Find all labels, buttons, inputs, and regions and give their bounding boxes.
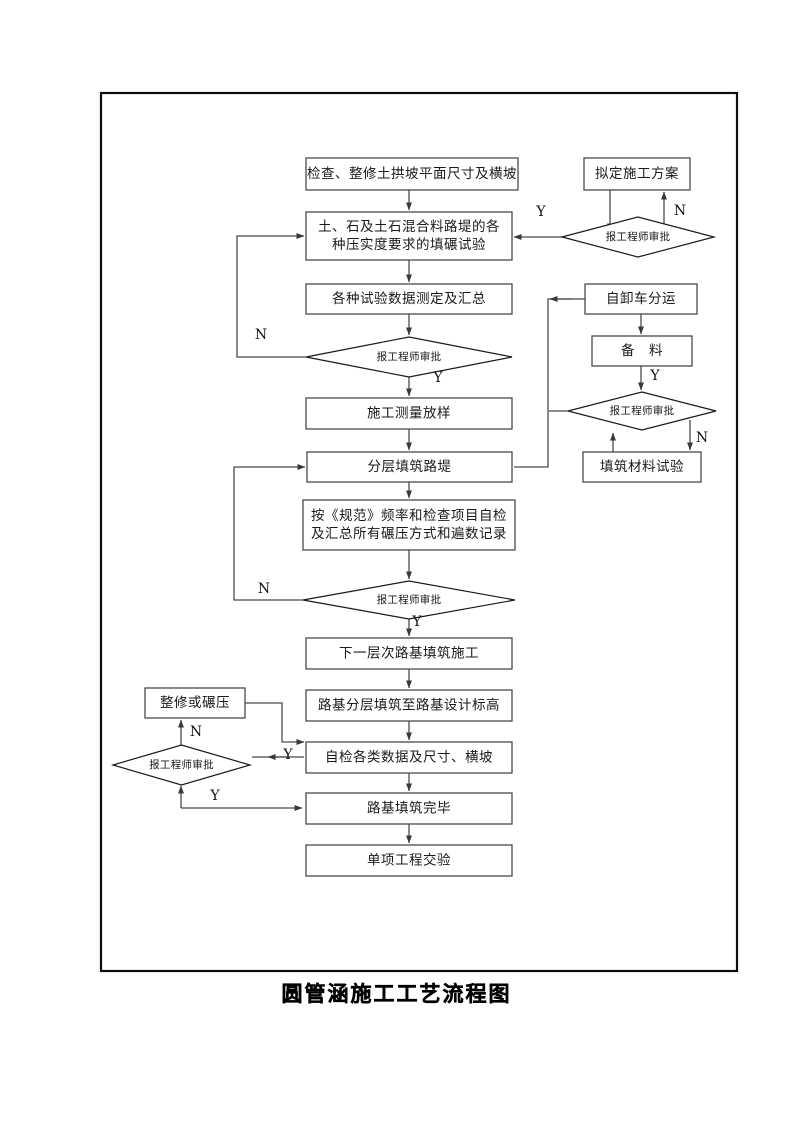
decision-shape (302, 580, 516, 620)
node-prepare-construction-plan[interactable]: 拟定施工方案 (583, 157, 691, 191)
node-label: 下一层次路基填筑施工 (339, 645, 479, 662)
node-label: 单项工程交验 (367, 852, 451, 869)
branch-label-n-2: N (255, 327, 267, 343)
branch-label-y-5: Y (282, 747, 293, 763)
node-construction-survey-setout[interactable]: 施工测量放样 (305, 397, 513, 430)
decision-shape (110, 744, 253, 786)
node-label: 备 料 (621, 342, 663, 359)
node-label: 土、石及土石混合料路堤的各 (318, 219, 500, 235)
node-label: 报工程师审批 (610, 404, 675, 417)
decision-shape (559, 216, 717, 258)
node-dump-truck-distribution[interactable]: 自卸车分运 (584, 283, 698, 315)
process-shape (584, 283, 698, 315)
branch-label-y-2: Y (432, 370, 443, 386)
figure-title-block: 圆管涵施工工艺流程图 (0, 978, 793, 1008)
process-shape (305, 283, 513, 315)
process-shape (305, 637, 513, 670)
node-label: 路基填筑完毕 (367, 800, 451, 817)
page-border (99, 91, 739, 973)
node-label: 自卸车分运 (606, 290, 676, 307)
node-label: 报工程师审批 (149, 758, 214, 771)
edge-approval2-no-loop-to-compaction-test (236, 232, 306, 358)
branch-label-y-6: Y (209, 788, 220, 804)
node-subgrade-fill-to-design[interactable]: 路基分层填筑至路基设计标高 (305, 689, 513, 722)
process-shape (305, 397, 513, 430)
process-shape (306, 451, 513, 483)
branch-label-y-1: Y (535, 204, 546, 220)
node-fill-material-test[interactable]: 填筑材料试验 (582, 451, 702, 483)
node-label: 报工程师审批 (377, 593, 442, 606)
node-label: 拟定施工方案 (595, 165, 679, 182)
node-label: 施工测量放样 (367, 406, 451, 422)
decision-shape (305, 336, 513, 378)
node-test-data-measure-summary[interactable]: 各种试验数据测定及汇总 (305, 283, 513, 315)
node-approval-engineer-2[interactable]: 报工程师审批 (305, 336, 513, 378)
branch-label-n-5: N (190, 724, 202, 740)
process-shape (583, 157, 691, 191)
node-label: 种压实度要求的填碾试验 (332, 237, 486, 253)
branch-labels-layer: Y N N Y Y N N Y N Y Y (190, 203, 708, 804)
nodes-layer: 检查、整修土拱坡平面尺寸及横坡 拟定施工方案土、石及土石混合料路堤的各种压实度要求… (110, 157, 717, 877)
process-shape (305, 792, 513, 825)
node-label: 及汇总所有碾压方式和遍数记录 (311, 526, 507, 542)
node-label: 自检各类数据及尺寸、横坡 (325, 750, 493, 766)
node-inspect-repair-slope[interactable]: 检查、整修土拱坡平面尺寸及横坡 (305, 157, 519, 191)
node-approval-engineer-1[interactable]: 报工程师审批 (559, 216, 717, 258)
branch-label-y-3: Y (649, 368, 660, 384)
node-label: 按《规范》频率和检查项目自检 (311, 507, 507, 524)
process-shape (305, 741, 513, 774)
node-label: 检查、整修土拱坡平面尺寸及横坡 (307, 166, 517, 182)
edge-approval4-no-loop-to-layered-filling (233, 463, 306, 601)
node-label: 整修或碾压 (160, 695, 230, 711)
node-approval-engineer-3[interactable]: 报工程师审批 (567, 391, 717, 431)
branch-label-n-1: N (674, 203, 686, 219)
node-label: 填筑材料试验 (600, 459, 684, 475)
node-material-preparation[interactable]: 备 料 (591, 335, 693, 367)
edge-dump-truck-to-layered-filling (514, 298, 585, 468)
process-shape (305, 211, 513, 261)
process-shape (144, 687, 246, 719)
process-shape (305, 844, 513, 877)
process-shape (582, 451, 702, 483)
node-label: 路基分层填筑至路基设计标高 (318, 697, 500, 714)
branch-label-n-3: N (696, 430, 708, 446)
node-self-check-data-dimensions[interactable]: 自检各类数据及尺寸、横坡 (305, 741, 513, 774)
decision-shape (567, 391, 717, 431)
process-shape (302, 499, 516, 551)
page-title: 圆管涵施工工艺流程图 (281, 982, 512, 1006)
edge-repair-to-self-check (245, 702, 305, 745)
node-label: 分层填筑路堤 (368, 459, 452, 475)
node-next-layer-subgrade-filling[interactable]: 下一层次路基填筑施工 (305, 637, 513, 670)
process-shape (305, 689, 513, 722)
node-label: 报工程师审批 (377, 350, 442, 363)
node-approval-engineer-5[interactable]: 报工程师审批 (110, 744, 253, 786)
node-approval-engineer-4[interactable]: 报工程师审批 (302, 580, 516, 620)
node-subgrade-filling-complete[interactable]: 路基填筑完毕 (305, 792, 513, 825)
node-single-project-acceptance[interactable]: 单项工程交验 (305, 844, 513, 877)
process-shape (305, 157, 519, 191)
branch-label-y-4: Y (411, 614, 422, 630)
node-layered-embankment-filling[interactable]: 分层填筑路堤 (306, 451, 513, 483)
process-shape (591, 335, 693, 367)
node-label: 各种试验数据测定及汇总 (332, 291, 486, 307)
node-repair-or-recompact[interactable]: 整修或碾压 (144, 687, 246, 719)
node-label: 报工程师审批 (606, 230, 671, 243)
branch-label-n-4: N (258, 581, 270, 597)
